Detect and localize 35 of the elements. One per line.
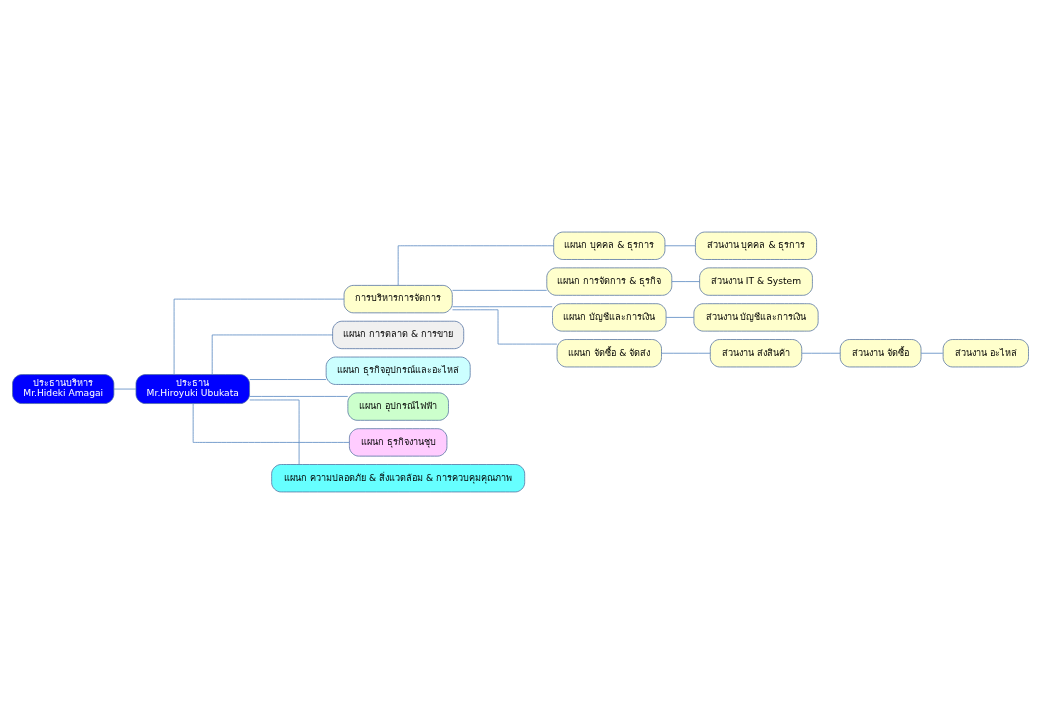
connector <box>665 316 694 318</box>
node-box: แผนก อุปกรณ์ไฟฟ้า <box>347 392 449 421</box>
connector <box>660 352 711 354</box>
connector <box>920 352 943 354</box>
node-box: แผนก จัดซื้อ & จัดส่ง <box>556 338 662 367</box>
node-box: แผนก บัญชีและการเงิน <box>551 302 666 331</box>
node-box: ส่วนงาน อะไหล่ <box>942 338 1029 367</box>
connector <box>248 378 326 380</box>
connector <box>192 402 350 443</box>
connector <box>248 399 299 465</box>
connector <box>664 244 696 246</box>
node-box: ส่วนงาน จัดซื้อ <box>839 338 921 367</box>
connector <box>451 289 547 291</box>
node-box: แผนก การจัดการ & ธุรกิจ <box>545 267 672 296</box>
node-box: การบริหารการจัดการ <box>343 284 453 313</box>
node-box: ส่วนงาน บัญชีและการเงิน <box>693 302 818 331</box>
connector <box>211 334 333 375</box>
connector <box>801 352 840 354</box>
node-box: แผนก ธุรกิจงานชุบ <box>348 427 447 456</box>
node-box: ส่วนงาน IT & System <box>698 267 813 296</box>
node-box: ประธาน Mr.Hiroyuki Ubukata <box>135 373 250 404</box>
node-box: แผนก การตลาด & การขาย <box>331 320 464 349</box>
node-box: แผนก บุคคล & ธุรการ <box>552 231 665 260</box>
connector <box>173 298 344 375</box>
node-box: ประธานบริหาร Mr.Hideki Amagai <box>11 373 114 404</box>
connector <box>451 308 557 344</box>
connector <box>113 388 136 389</box>
node-box: แผนก ธุรกิจอุปกรณ์และอะไหล่ <box>325 356 471 385</box>
node-box: ส่วนงาน ส่งสินค้า <box>709 338 802 367</box>
node-box: แผนก ความปลอดภัย & สิ่งแวดล้อม & การควบคุมคุณภาพ <box>270 463 525 492</box>
connector <box>671 280 700 282</box>
connector <box>451 305 553 307</box>
connector <box>248 395 348 397</box>
connector <box>397 244 554 286</box>
node-box: ส่วนงาน บุคคล & ธุรการ <box>694 231 817 260</box>
